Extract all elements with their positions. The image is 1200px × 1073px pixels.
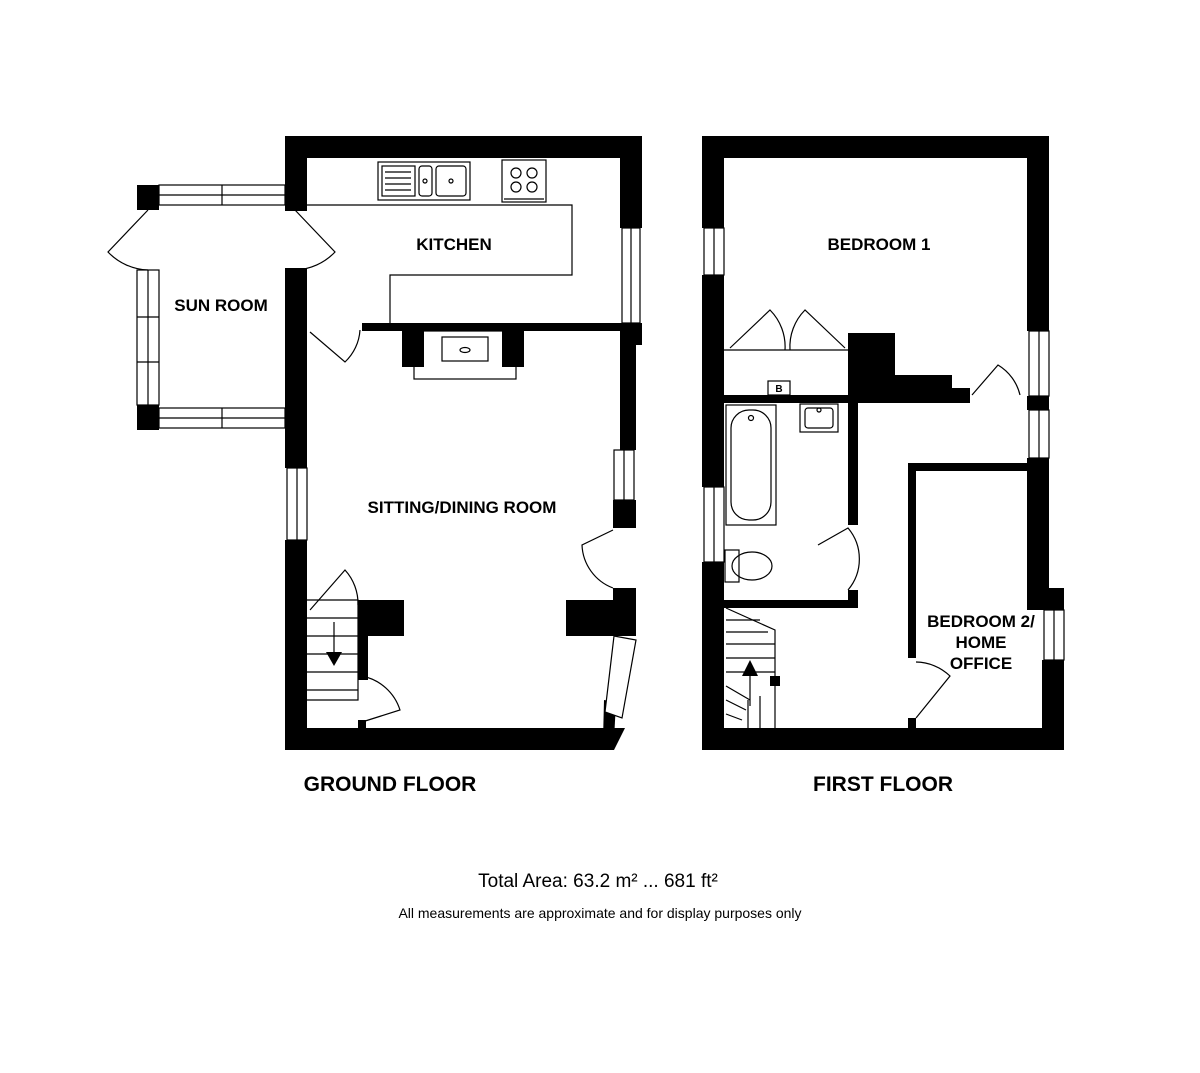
- sun-room-label: SUN ROOM: [174, 296, 268, 315]
- sun-room-structure: [107, 184, 336, 430]
- first-floor-title: FIRST FLOOR: [813, 773, 953, 796]
- boiler: B: [767, 380, 791, 396]
- bathroom-fittings: [724, 403, 839, 583]
- first-floor-walls: [702, 136, 1064, 750]
- kitchen-units: [307, 159, 573, 323]
- sitting-dining-room-label: SITTING/DINING ROOM: [368, 498, 557, 517]
- wardrobe-doors: [724, 309, 848, 351]
- bedroom-2-label-line1: BEDROOM 2/: [927, 612, 1035, 631]
- total-area: Total Area: 63.2 m² ... 681 ft²: [478, 871, 718, 892]
- ground-floor-windows: [286, 227, 641, 719]
- first-floor-plan: B: [702, 136, 1065, 796]
- ground-floor-walls: [285, 136, 642, 750]
- boiler-mark: B: [775, 384, 782, 395]
- ground-floor-staircase: [307, 599, 359, 701]
- disclaimer: All measurements are approximate and for…: [398, 905, 801, 921]
- kitchen-label: KITCHEN: [416, 235, 492, 254]
- fireplace: [413, 330, 517, 380]
- ground-floor-doors: [309, 329, 614, 723]
- first-floor-windows: [703, 227, 1065, 661]
- bedroom-2-label-line3: OFFICE: [950, 654, 1012, 673]
- ground-floor-plan: KITCHEN SUN ROOM SITTING/DINING ROOM GRO…: [107, 136, 642, 796]
- ground-floor-title: GROUND FLOOR: [304, 773, 477, 796]
- bedroom-2-label-line2: HOME: [956, 633, 1007, 652]
- first-floor-doors: [817, 364, 1021, 719]
- first-floor-staircase: [725, 607, 776, 728]
- bedroom-1-label: BEDROOM 1: [828, 235, 931, 254]
